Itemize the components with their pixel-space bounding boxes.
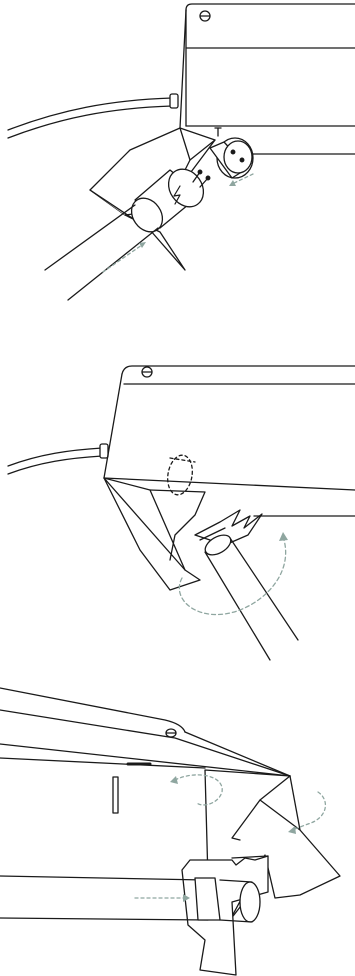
screw-icon (142, 367, 152, 377)
fixture-housing (186, 4, 355, 10)
tube-end (240, 882, 260, 922)
plug-icon (210, 128, 253, 178)
power-cable (8, 106, 172, 138)
tube-body (45, 205, 135, 270)
fixture-housing-edge (185, 732, 290, 776)
cable-gland (170, 94, 178, 108)
fixture-housing (0, 710, 290, 776)
fixture-housing (122, 366, 355, 374)
tube-sleeve (195, 878, 220, 920)
tube-body (0, 876, 205, 880)
step-3-illustration (0, 680, 355, 976)
tube-body (205, 552, 270, 660)
cable-gland (100, 444, 108, 458)
screw-icon (200, 11, 210, 21)
tube-body (68, 228, 158, 300)
tube-body (0, 918, 208, 920)
fixture-housing (180, 10, 186, 128)
screw-icon (166, 729, 176, 737)
step-1-illustration (0, 0, 355, 320)
tube-body (230, 538, 298, 640)
slot-vertical (113, 777, 118, 813)
step-2-illustration (0, 330, 355, 670)
fixture-housing (104, 374, 122, 478)
power-cable (8, 456, 102, 474)
dashed-arrow-icon (279, 532, 288, 541)
